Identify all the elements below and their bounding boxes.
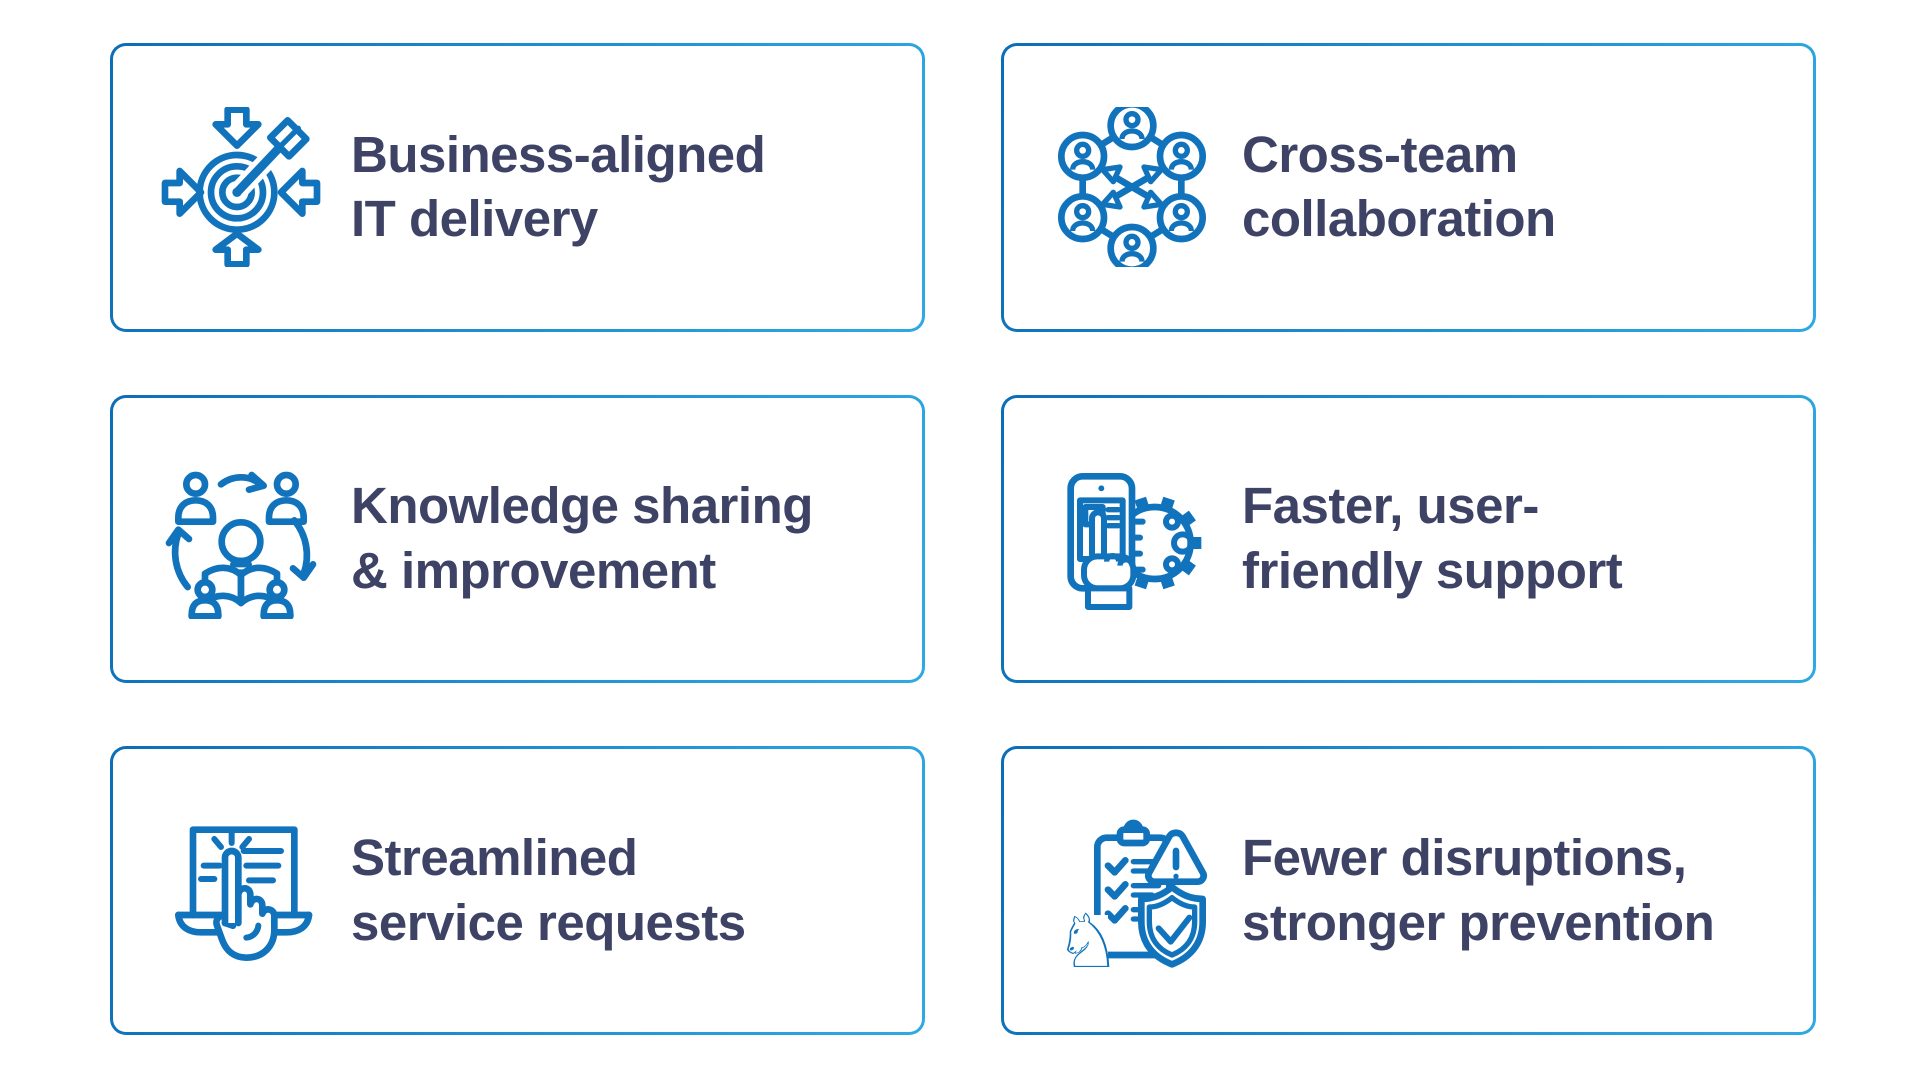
card-title-line: Knowledge sharing: [351, 477, 813, 535]
card-knowledge-sharing-improvement: Knowledge sharing & improvement: [110, 395, 925, 684]
card-title-line: friendly support: [1242, 541, 1623, 599]
card-business-aligned-it-delivery: Business-aligned IT delivery: [110, 43, 925, 332]
phone-touch-gear-icon: [1067, 472, 1202, 610]
card-title: Knowledge sharing & improvement: [351, 474, 813, 604]
card-title: Fewer disruptions, stronger prevention: [1242, 826, 1715, 956]
card-title-line: Streamlined: [351, 828, 638, 886]
card-title-line: IT delivery: [351, 190, 598, 248]
icon-box: [157, 455, 325, 623]
card-title: Faster, user- friendly support: [1242, 474, 1623, 604]
card-title: Cross-team collaboration: [1242, 123, 1556, 253]
card-title-line: Cross-team: [1242, 125, 1518, 183]
card-title: Business-aligned IT delivery: [351, 123, 766, 253]
icon-box: [157, 807, 325, 975]
target-inward-arrows-icon: [161, 107, 321, 268]
checklist-warning-shield-knight-icon: ♘: [1055, 819, 1207, 971]
icon-box: ♘: [1048, 807, 1216, 975]
people-network-exchange-icon: [1058, 107, 1206, 268]
card-title-line: collaboration: [1242, 190, 1556, 248]
people-idea-book-cycle-icon: [165, 471, 317, 619]
icon-box: [1048, 103, 1216, 271]
card-title-line: & improvement: [351, 541, 716, 599]
card-cross-team-collaboration: Cross-team collaboration: [1001, 43, 1816, 332]
card-title: Streamlined service requests: [351, 826, 746, 956]
svg-text:♘: ♘: [1055, 898, 1122, 971]
laptop-click-hand-icon: [175, 825, 313, 961]
icon-box: [157, 103, 325, 271]
card-fewer-disruptions-prevention: ♘ Fewer disruptions, stronger prevention: [1001, 746, 1816, 1035]
card-title-line: Business-aligned: [351, 125, 766, 183]
card-streamlined-service-requests: Streamlined service requests: [110, 746, 925, 1035]
card-title-line: service requests: [351, 893, 746, 951]
card-title-line: stronger prevention: [1242, 893, 1715, 951]
card-title-line: Fewer disruptions,: [1242, 828, 1687, 886]
card-title-line: Faster, user-: [1242, 477, 1539, 535]
card-faster-user-friendly-support: Faster, user- friendly support: [1001, 395, 1816, 684]
icon-box: [1048, 455, 1216, 623]
